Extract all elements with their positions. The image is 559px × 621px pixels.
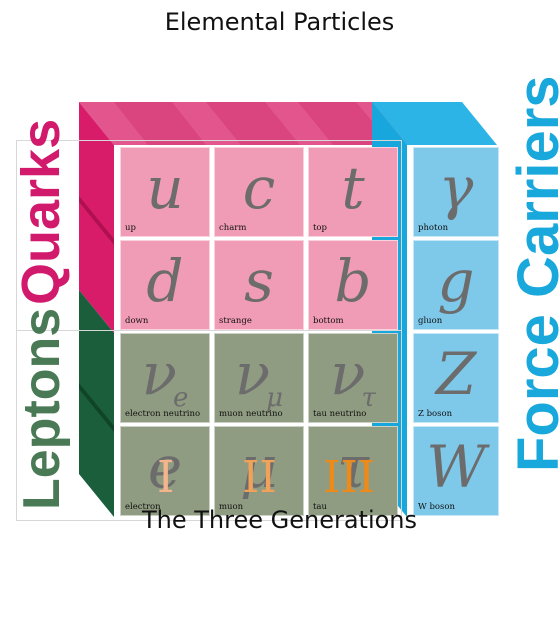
force-top-face: [372, 102, 497, 145]
quarks-top-ridge-2: [206, 102, 300, 145]
particle-symbol: W: [426, 433, 486, 501]
generation-label-1: I: [157, 452, 175, 503]
particle-symbol: νe: [121, 338, 209, 434]
leptons-left-rib: [79, 383, 114, 432]
particle-name: strange: [219, 316, 252, 326]
particle-symbol: τ: [336, 433, 370, 501]
particle-name: muon: [219, 502, 244, 512]
particle-symbol: b: [334, 247, 372, 315]
particle-name: tau neutrino: [313, 409, 367, 419]
frame-mid-line: [16, 330, 402, 331]
particle-name: up: [125, 223, 136, 233]
particle-symbol: u: [146, 154, 184, 222]
particle-name: photon: [418, 223, 449, 233]
particle-symbol-sub: e: [172, 383, 189, 413]
particle-name: bottom: [313, 316, 344, 326]
generation-label-2: II: [242, 452, 277, 503]
particle-symbol: s: [244, 247, 274, 315]
particle-name: tau: [313, 502, 327, 512]
force-carriers-label: Force Carriers: [506, 75, 559, 472]
particle-name: Z boson: [418, 409, 453, 419]
particle-symbol-sub: τ: [361, 383, 376, 413]
particle-symbol: γ: [438, 154, 474, 222]
particle-symbol: Z: [435, 340, 477, 408]
particle-symbol: μ: [240, 433, 278, 501]
particle-name: down: [125, 316, 149, 326]
frame-bottom-line: [16, 520, 402, 521]
particle-symbol: νμ: [215, 338, 303, 434]
particle-symbol: ντ: [309, 338, 397, 434]
particle-symbol: e: [147, 433, 183, 501]
particle-name: W boson: [418, 502, 455, 512]
quarks-left-rib: [79, 196, 114, 245]
particle-symbol: d: [146, 247, 184, 315]
quarks-top-ridge-3: [298, 102, 392, 145]
particle-name: electron neutrino: [125, 409, 201, 419]
particle-name: top: [313, 223, 327, 233]
quarks-top-ridge-1: [114, 102, 206, 145]
diagram-subtitle: The Three Generations: [141, 506, 418, 534]
particle-symbol: c: [242, 154, 276, 222]
diagram-title: Elemental Particles: [164, 8, 395, 36]
particle-symbol-main: ν: [234, 340, 271, 408]
quarks-label: Quarks: [11, 118, 71, 305]
leptons-left-side: [79, 290, 114, 517]
particle-symbol: g: [437, 247, 475, 315]
particle-symbol-sub: μ: [266, 383, 284, 413]
particle-name: gluon: [418, 316, 443, 326]
particle-name: muon neutrino: [219, 409, 283, 419]
particle-name: electron: [125, 502, 161, 512]
particle-symbol-main: ν: [330, 340, 366, 408]
particle-symbol-main: ν: [141, 340, 177, 408]
particle-symbol: t: [341, 154, 365, 222]
particle-name: charm: [219, 223, 247, 233]
leptons-label: Leptons: [13, 307, 71, 510]
generation-label-3: III: [323, 452, 376, 503]
frame-top-line: [16, 140, 402, 141]
